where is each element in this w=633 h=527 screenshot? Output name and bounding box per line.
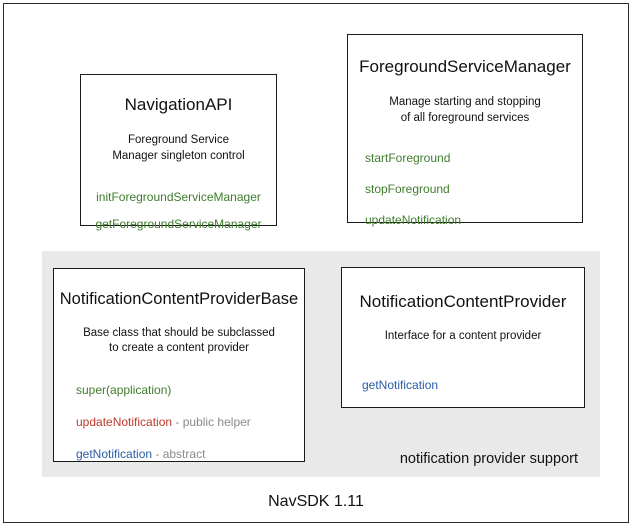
group-region-label: notification provider support	[399, 451, 578, 467]
class-description-line: Foreground Service	[128, 134, 229, 147]
class-title-notification-content-provider: NotificationContentProvider	[359, 292, 567, 311]
member-name: super(application)	[76, 382, 172, 397]
member-note: - abstract	[152, 446, 206, 461]
class-title-notification-content-provider-base: NotificationContentProviderBase	[59, 290, 299, 308]
member-list-notification-content-provider-base: super(application) updateNotification - …	[54, 383, 304, 462]
class-description-line: Base class that should be subclassed	[83, 326, 275, 339]
member-row[interactable]: super(application)	[76, 383, 304, 398]
member-list-notification-content-provider: getNotification	[342, 378, 584, 393]
diagram-outer-frame: notification provider support Navigation…	[3, 3, 629, 523]
member-name: getNotification	[76, 446, 153, 461]
member-list-foreground-service-manager: startForeground stopForeground updateNot…	[348, 151, 582, 228]
footer-caption: NavSDK 1.11	[268, 493, 364, 510]
member-row[interactable]: getNotification - abstract	[76, 447, 304, 462]
member-name: initForegroundServiceManager	[96, 190, 261, 205]
class-description-line: of all foreground services	[400, 111, 530, 124]
class-description-line: Manager singleton control	[112, 149, 245, 162]
member-row[interactable]: startForeground	[365, 151, 582, 166]
member-row[interactable]: getNotification	[362, 378, 584, 393]
member-name: updateNotification	[365, 213, 462, 228]
class-box-notification-content-provider[interactable]: NotificationContentProvider Interface fo…	[341, 267, 585, 408]
class-box-navigation-api[interactable]: NavigationAPI Foreground Service Manager…	[80, 74, 277, 231]
class-description-foreground-service-manager: Manage starting and stopping of all fore…	[348, 95, 582, 126]
class-description-notification-content-provider-base: Base class that should be subclassed to …	[54, 326, 304, 357]
member-row[interactable]: stopForeground	[365, 182, 582, 197]
member-row[interactable]: updateNotification	[365, 213, 582, 228]
class-description-line: to create a content provider	[109, 342, 249, 355]
class-description-notification-content-provider: Interface for a content provider	[342, 329, 584, 345]
class-title-foreground-service-manager: ForegroundServiceManager	[359, 57, 571, 76]
class-title-navigation-api: NavigationAPI	[124, 95, 233, 114]
class-description-line: Interface for a content provider	[384, 330, 542, 343]
member-row[interactable]: getForegroundServiceManager	[90, 217, 276, 232]
member-name: startForeground	[365, 151, 451, 166]
class-description-navigation-api: Foreground Service Manager singleton con…	[81, 133, 276, 164]
class-box-notification-content-provider-base[interactable]: NotificationContentProviderBase Base cla…	[53, 268, 305, 462]
class-description-line: Manage starting and stopping	[389, 96, 541, 109]
member-row[interactable]: updateNotification - public helper	[76, 415, 304, 430]
member-name: getForegroundServiceManager	[95, 217, 262, 232]
member-note: - public helper	[172, 414, 251, 429]
member-name: updateNotification	[76, 414, 173, 429]
member-row[interactable]: initForegroundServiceManager	[90, 190, 276, 205]
member-name: stopForeground	[365, 182, 450, 197]
class-box-foreground-service-manager[interactable]: ForegroundServiceManager Manage starting…	[347, 34, 583, 227]
member-name: getNotification	[362, 377, 439, 392]
member-list-navigation-api: initForegroundServiceManager getForegrou…	[81, 190, 276, 232]
